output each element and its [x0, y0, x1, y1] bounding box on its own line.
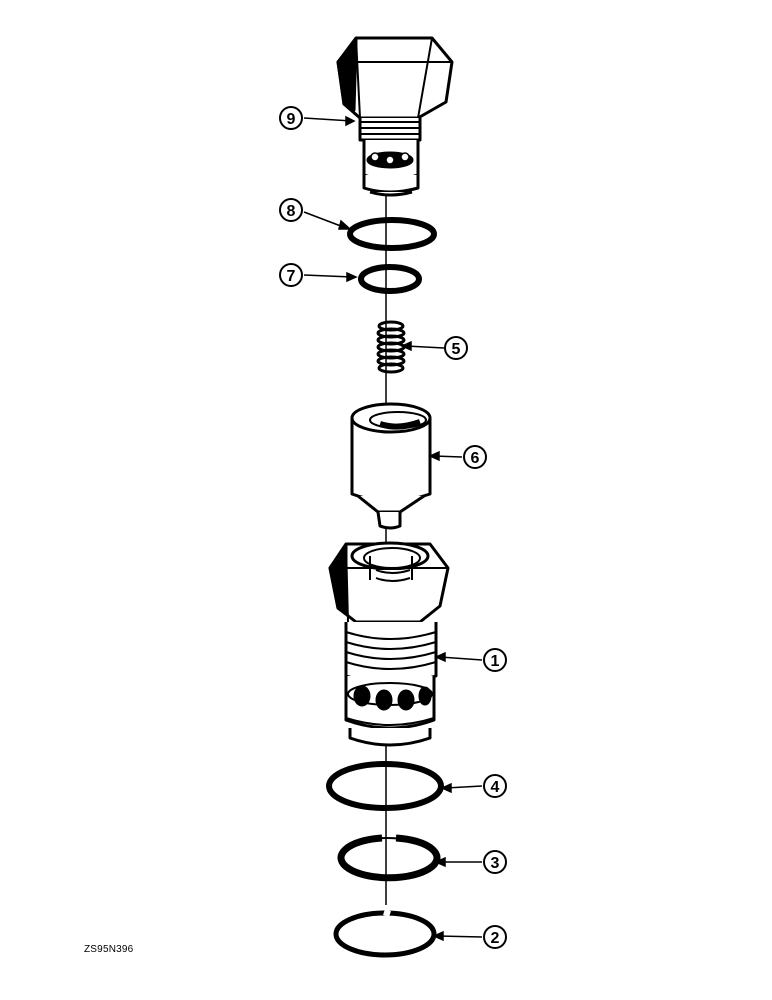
callout-4: 4 [483, 774, 507, 798]
callout-9: 9 [279, 106, 303, 130]
callout-9-label: 9 [287, 111, 296, 128]
callout-2-label: 2 [491, 930, 500, 947]
part-6-poppet [350, 402, 432, 530]
part-3-backup-ring [337, 834, 441, 882]
leader-lines [303, 115, 483, 942]
callout-1-label: 1 [491, 653, 500, 670]
callout-6-label: 6 [471, 450, 480, 467]
callout-3: 3 [483, 850, 507, 874]
part-8-o-ring [347, 217, 437, 251]
callout-5-label: 5 [452, 341, 461, 358]
callout-2: 2 [483, 925, 507, 949]
callout-1: 1 [483, 648, 507, 672]
part-1-valve-body [328, 541, 450, 747]
callout-7: 7 [279, 263, 303, 287]
part-2-backup-ring [333, 909, 437, 958]
part-7-backup-ring [358, 264, 422, 294]
callout-4-label: 4 [491, 779, 500, 796]
part-4-o-ring [326, 761, 444, 811]
callout-7-label: 7 [287, 268, 296, 285]
callout-8: 8 [279, 198, 303, 222]
part-5-spring [376, 320, 406, 374]
callout-6: 6 [463, 445, 487, 469]
part-9-hex-plug [336, 36, 454, 197]
callout-3-label: 3 [491, 855, 500, 872]
callout-5: 5 [444, 336, 468, 360]
figure-code: ZS95N396 [84, 944, 134, 955]
callout-8-label: 8 [287, 203, 296, 220]
